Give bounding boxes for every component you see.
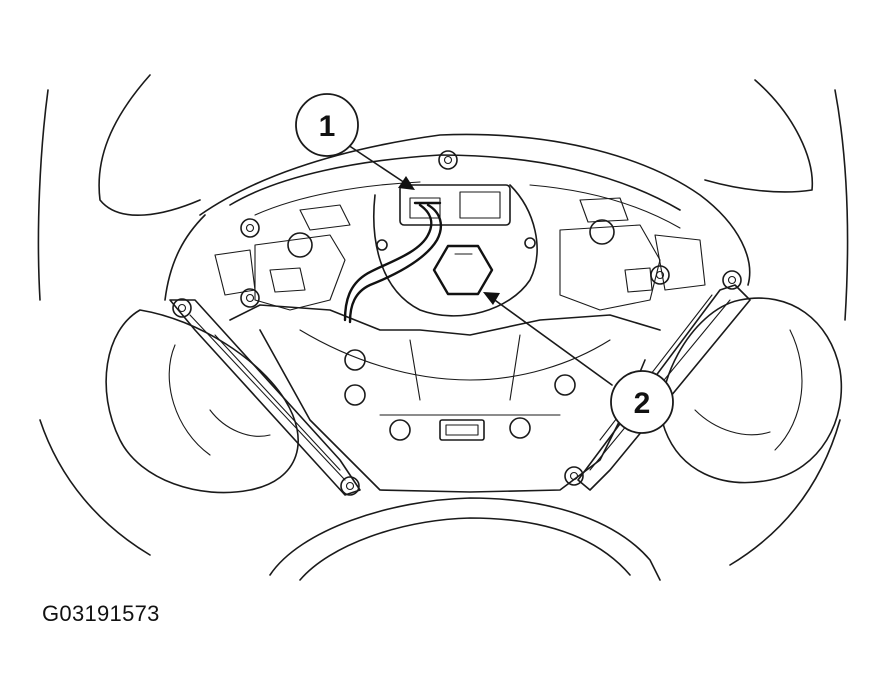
screw-lower-left	[340, 476, 360, 496]
screw-left-mid	[240, 288, 260, 308]
screw-right-upper	[722, 270, 742, 290]
wiring-harness	[343, 201, 443, 324]
callout-1: 1	[295, 93, 359, 157]
callout-2-label: 2	[634, 387, 651, 420]
left-switch-pad	[105, 299, 361, 496]
arrowhead-1	[398, 176, 415, 190]
screw-lower-right	[564, 466, 584, 486]
airbag-connector-area	[373, 184, 538, 317]
screw-left-upper	[172, 298, 192, 318]
steering-hub-body	[164, 133, 751, 493]
screw-right-mid	[650, 265, 670, 285]
screw-top	[438, 150, 458, 170]
leader-line-1	[347, 144, 415, 190]
fastener-screws	[172, 150, 742, 496]
figure-reference-code: G03191573	[42, 601, 160, 626]
callout-1-label: 1	[319, 110, 336, 143]
leader-line-2	[483, 292, 613, 386]
hex-nut	[432, 244, 494, 296]
arrowhead-2	[483, 292, 500, 305]
screw-left-pad	[240, 218, 260, 238]
callout-2: 2	[610, 370, 674, 434]
hub-holes	[287, 219, 615, 441]
steering-wheel-rim	[37, 74, 849, 581]
